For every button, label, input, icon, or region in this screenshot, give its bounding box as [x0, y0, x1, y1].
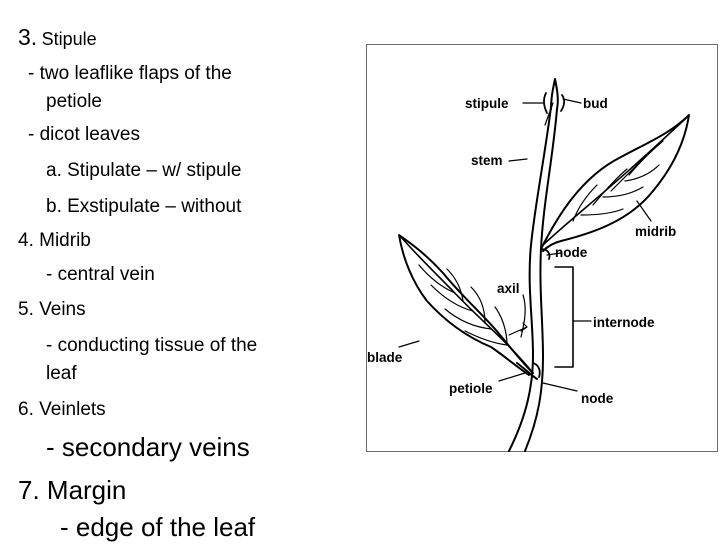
label-stipule: stipule: [465, 96, 509, 111]
bud-leader: [562, 98, 582, 104]
label-node-lower: node: [581, 391, 614, 406]
veinlets-heading: 6. Veinlets: [18, 399, 106, 420]
stipule-definition-line-1: - two leaflike flaps of the: [28, 63, 232, 84]
veins-heading: 5. Veins: [18, 299, 86, 320]
internode-bracket: [554, 266, 574, 368]
upper-leaf-veins: [572, 140, 664, 222]
label-axil: axil: [497, 281, 520, 296]
label-bud: bud: [583, 96, 608, 111]
label-node-upper: node: [555, 245, 588, 260]
node-upper-leader: [546, 252, 562, 256]
diagram-canvas: stipule bud stem midrib node axil intern…: [367, 78, 690, 452]
petiole: [516, 362, 538, 380]
stipulate-note: a. Stipulate – w/ stipule: [46, 160, 242, 181]
lower-node-bud: [532, 362, 541, 378]
axil-arrow: [508, 322, 528, 336]
margin-heading: 7. Margin: [18, 475, 127, 505]
margin-definition: - edge of the leaf: [60, 512, 256, 542]
lower-leaf-veins: [418, 264, 508, 346]
dicot-leaves-note: - dicot leaves: [28, 124, 140, 145]
stem-leader: [508, 158, 528, 162]
midrib-definition: - central vein: [46, 264, 155, 285]
leaf-stem-diagram: stipule bud stem midrib node axil intern…: [366, 44, 718, 452]
midrib-leader: [636, 200, 652, 222]
stipule-shape: [542, 92, 566, 114]
label-internode: internode: [593, 315, 655, 330]
upper-leaf-midrib: [542, 118, 686, 246]
blade-leader: [398, 340, 420, 348]
axil-leader: [520, 294, 526, 338]
stipule-definition-line-2: petiole: [46, 91, 102, 112]
upper-leaf-outline: [540, 114, 690, 252]
label-blade: blade: [367, 350, 403, 365]
lower-leaf-midrib: [400, 236, 534, 374]
petiole-leader: [498, 372, 526, 382]
stipule-number: 3.: [18, 24, 38, 50]
main-stem: [508, 106, 552, 452]
veinlets-definition: - secondary veins: [46, 432, 250, 462]
label-petiole: petiole: [449, 381, 493, 396]
label-stem: stem: [471, 153, 503, 168]
veins-definition-line-1: - conducting tissue of the: [46, 335, 258, 356]
notes-panel: 3. Stipule - two leaflike flaps of the p…: [0, 0, 340, 546]
terminal-bud: [550, 78, 559, 110]
main-stem-edge: [524, 108, 558, 452]
upper-node-mark: [540, 248, 551, 260]
label-midrib: midrib: [635, 224, 676, 239]
node-lower-leader: [542, 382, 578, 392]
stipule-title: Stipule: [41, 29, 97, 49]
exstipulate-note: b. Exstipulate – without: [46, 196, 242, 217]
lower-leaf-outline: [398, 234, 534, 376]
veins-definition-line-2: leaf: [46, 363, 77, 384]
midrib-heading: 4. Midrib: [18, 230, 91, 251]
stipule-heading: 3. Stipule: [18, 26, 97, 49]
